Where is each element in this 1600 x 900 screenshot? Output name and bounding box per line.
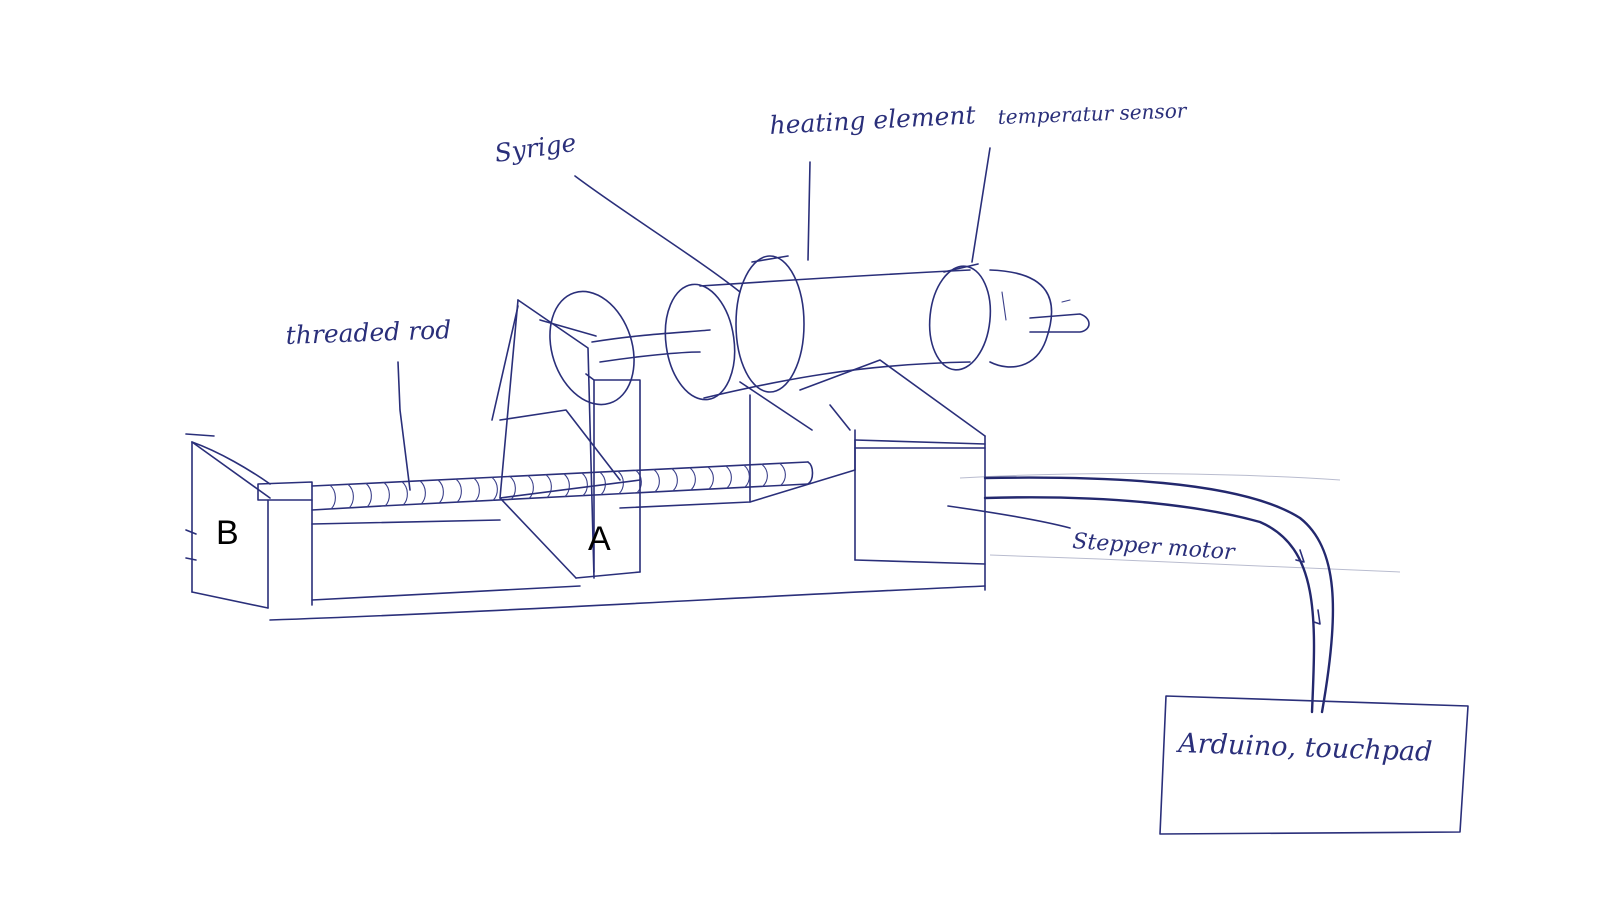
rod-thread-ridge	[563, 473, 570, 498]
syringe-support	[739, 359, 986, 437]
rod-thread-ridge	[545, 474, 552, 499]
rod-thread-ridge	[455, 478, 462, 503]
label-block-a: A	[588, 520, 611, 558]
control-cable	[983, 476, 1335, 714]
leader-lines	[397, 147, 1071, 529]
rod-thread-ridge	[401, 481, 408, 506]
syringe	[549, 255, 1090, 406]
carriage-block-a	[491, 299, 641, 579]
rod-thread-ridge	[671, 468, 678, 492]
rod-thread-ridge	[707, 466, 714, 490]
controller-box	[1159, 695, 1469, 835]
rod-thread-ridge	[473, 477, 480, 502]
label-controller: Arduino, touchpad	[1175, 728, 1433, 768]
rod-thread-ridge	[743, 464, 750, 488]
rod-thread-ridge	[653, 469, 660, 493]
rod-thread-ridge	[761, 463, 768, 487]
rod-thread-ridge	[437, 479, 444, 504]
rod-thread-ridge	[383, 481, 390, 507]
rod-thread-ridge	[779, 462, 786, 486]
rod-thread-ridge	[689, 467, 696, 491]
rod-thread-ridge	[347, 483, 354, 509]
label-threaded-rod: threaded rod	[285, 315, 451, 350]
base-frame	[185, 394, 986, 621]
label-syringe: Syrige	[493, 128, 578, 168]
rod-thread-ridge	[635, 469, 642, 494]
rod-thread-ridge	[365, 482, 372, 508]
stepper-motor-housing	[854, 435, 986, 591]
threaded-rod	[311, 461, 814, 511]
rod-thread-ridge	[599, 471, 606, 496]
label-stepper-motor: Stepper motor	[1072, 529, 1237, 565]
label-heating-element: heating element	[769, 100, 977, 140]
rod-thread-ridge	[491, 476, 498, 502]
rod-thread-ridge	[527, 475, 534, 500]
label-block-b: B	[216, 514, 239, 552]
rod-thread-ridge	[419, 480, 426, 505]
rod-thread-ridge	[725, 465, 732, 489]
rod-thread-ridge	[509, 475, 516, 501]
label-temperature-sensor: temperatur sensor	[997, 98, 1188, 129]
rod-thread-ridge	[581, 472, 588, 497]
rod-thread-ridge	[329, 484, 336, 510]
background-faint-lines	[959, 473, 1401, 573]
